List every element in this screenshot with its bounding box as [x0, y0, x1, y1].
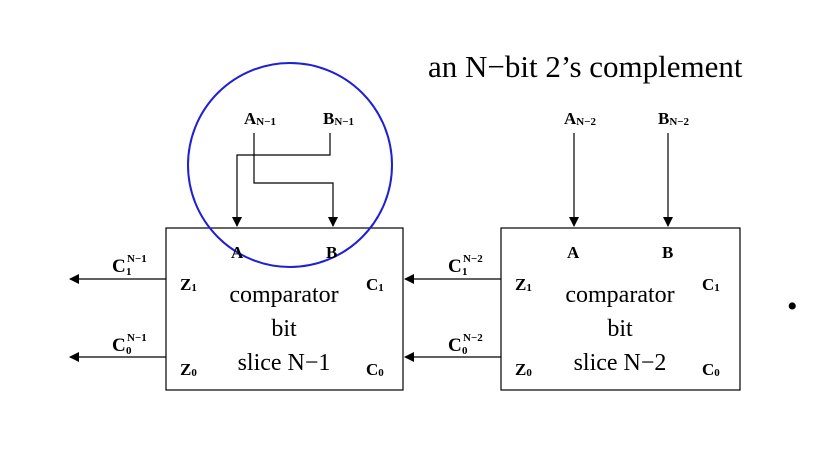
input-b-label: BN−1 — [323, 109, 354, 128]
wire-b-to-a — [232, 133, 331, 227]
port-a-label: A — [567, 243, 580, 262]
block-label-line1: comparator — [565, 282, 674, 308]
port-z1-label: Z1 — [180, 275, 197, 294]
port-c1-label: C1 — [702, 275, 720, 294]
slice-block — [165, 227, 404, 391]
slice-n-minus-2: AN−2 BN−2 A B Z1 Z0 C1 C0 comparator bit… — [404, 109, 741, 391]
block-label-line3: slice N−1 — [238, 350, 331, 376]
block-label-line3: slice N−2 — [574, 350, 667, 376]
highlight-circle — [187, 62, 393, 268]
port-c0-label: C0 — [702, 360, 720, 379]
block-label-line2: bit — [607, 316, 633, 342]
port-c1-label: C1 — [366, 275, 384, 294]
port-z1-label: Z1 — [515, 275, 532, 294]
slice-n-minus-1: AN−1 BN−1 A B Z1 Z0 C1 C0 comparator bit… — [69, 62, 404, 391]
port-b-label: B — [662, 243, 673, 262]
port-a-label: A — [231, 243, 244, 262]
port-z0-label: Z0 — [515, 360, 532, 379]
port-b-label: B — [326, 243, 337, 262]
wire-a-to-b — [253, 133, 338, 227]
diagram-heading: an N−bit 2’s complement — [428, 49, 743, 84]
slice-block — [500, 227, 741, 391]
port-c0-label: C0 — [366, 360, 384, 379]
port-z0-label: Z0 — [180, 360, 197, 379]
input-b-label: BN−2 — [658, 109, 690, 128]
input-a-label: AN−2 — [564, 109, 596, 128]
bullet-dot: • — [787, 290, 798, 323]
block-label-line1: comparator — [229, 282, 338, 308]
block-label-line2: bit — [271, 316, 297, 342]
input-a-label: AN−1 — [244, 109, 276, 128]
